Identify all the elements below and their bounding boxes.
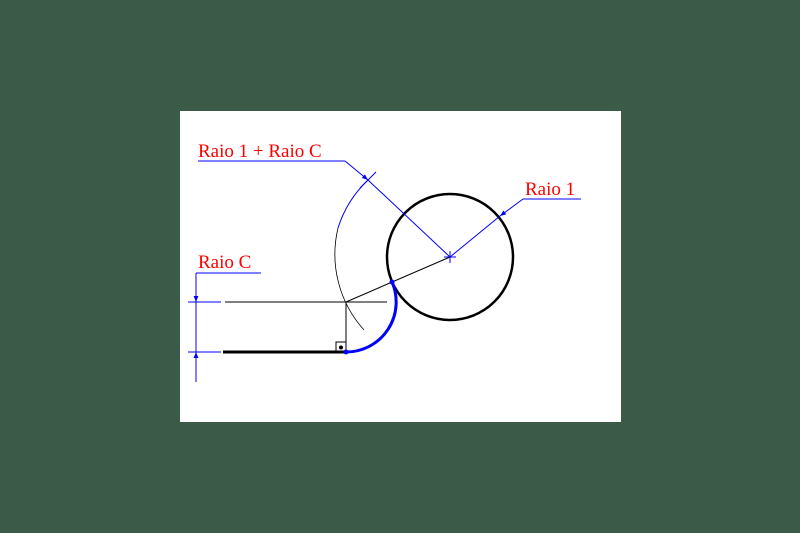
tangent-point — [343, 349, 349, 355]
center-connection-line — [345, 256, 451, 303]
right-angle-dot — [339, 345, 343, 350]
radius-1-label: Raio 1 — [525, 179, 575, 200]
sum-radius-leader — [198, 160, 451, 258]
right-angle-icon — [335, 341, 347, 353]
circle-radius-1 — [385, 192, 515, 322]
radius-1-leader — [449, 198, 581, 258]
radius-c-dimension — [188, 272, 261, 382]
construction-arc — [334, 227, 365, 331]
radius-c-label: Raio C — [198, 252, 251, 273]
sum-radius-label: Raio 1 + Raio C — [198, 141, 322, 162]
tangent-point — [389, 279, 395, 285]
drawing-panel — [180, 111, 621, 422]
fillet-arc — [345, 281, 398, 354]
